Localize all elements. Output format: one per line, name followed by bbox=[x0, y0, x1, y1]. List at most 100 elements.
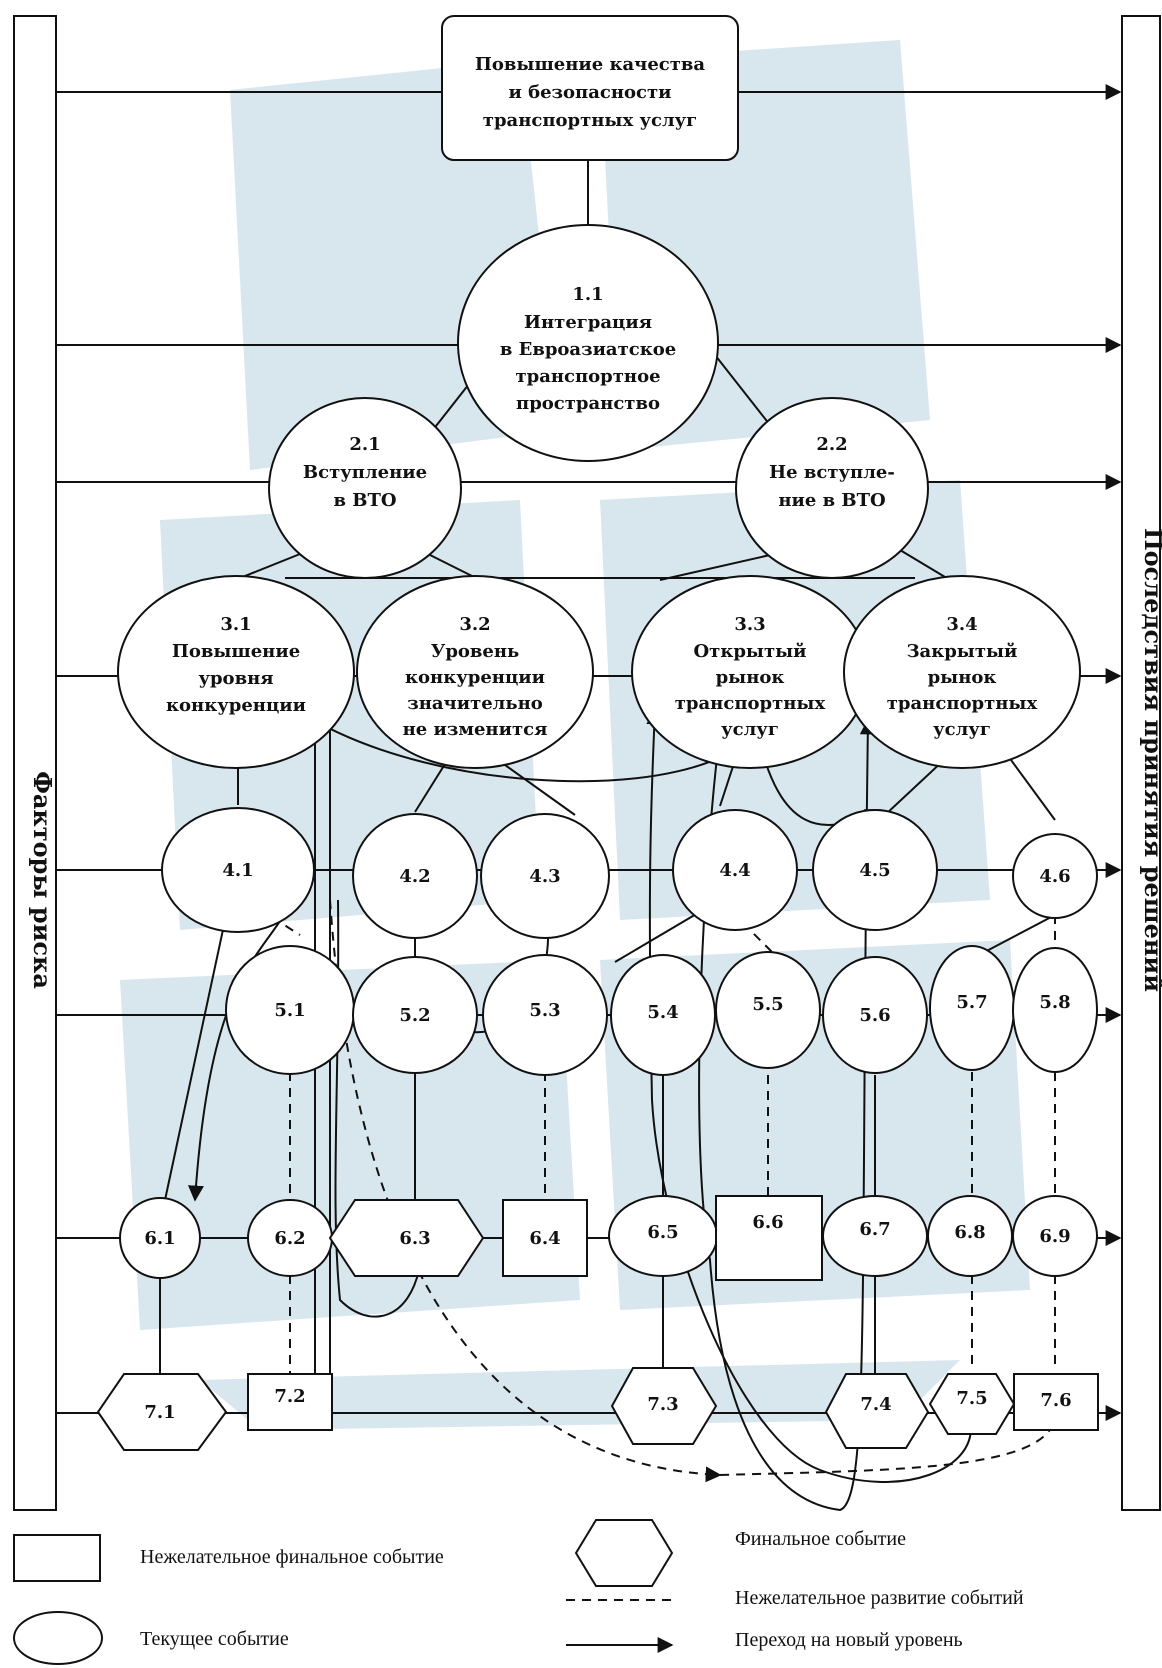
node-7-1-label: 7.1 bbox=[144, 1402, 175, 1423]
node-3-4 bbox=[843, 575, 1081, 769]
node-4-3-label: 4.3 bbox=[529, 866, 560, 887]
node-7-6-label: 7.6 bbox=[1040, 1390, 1071, 1411]
node-7-1 bbox=[96, 1373, 228, 1451]
node-6-2-label: 6.2 bbox=[274, 1228, 305, 1249]
node-4-6-label: 4.6 bbox=[1039, 866, 1070, 887]
node-3-4-line-4: услуг bbox=[933, 719, 991, 740]
node-6-6-label: 6.6 bbox=[752, 1212, 783, 1233]
node-3-1-line-2: уровня bbox=[198, 668, 273, 689]
node-6-3-label: 6.3 bbox=[399, 1228, 430, 1249]
legend-ellipse-symbol bbox=[13, 1611, 103, 1665]
goal-box-text: Повышение качества и безопасности трансп… bbox=[475, 54, 706, 131]
goal-line-2: и безопасности bbox=[508, 82, 671, 103]
legend-ellipse-label: Текущее событие bbox=[140, 1628, 289, 1650]
node-1-1-line-2: в Евроазиатское bbox=[500, 339, 676, 360]
node-3-1-line-3: конкуренции bbox=[166, 695, 306, 716]
node-3-1 bbox=[117, 575, 355, 769]
node-5-5-label: 5.5 bbox=[752, 994, 783, 1015]
node-2-2-line-1: Не вступле- bbox=[769, 462, 895, 483]
node-6-8-label: 6.8 bbox=[954, 1222, 985, 1243]
node-4-1-label: 4.1 bbox=[222, 860, 253, 881]
node-6-5-label: 6.5 bbox=[647, 1222, 678, 1243]
node-2-1-line-2: в ВТО bbox=[333, 490, 396, 511]
right-bar-label: Последствия принятия решений bbox=[1139, 528, 1162, 992]
node-3-4-line-2: рынок bbox=[928, 667, 997, 688]
node-3-1-id: 3.1 bbox=[220, 614, 251, 635]
node-3-4-id: 3.4 bbox=[946, 614, 977, 635]
node-6-7-label: 6.7 bbox=[859, 1219, 890, 1240]
node-4-4-label: 4.4 bbox=[719, 860, 750, 881]
node-5-2-label: 5.2 bbox=[399, 1005, 430, 1026]
legend-rect-label: Нежелательное финальное событие bbox=[140, 1546, 444, 1568]
node-6-3 bbox=[328, 1199, 485, 1277]
node-3-2-line-2: конкуренции bbox=[405, 667, 545, 688]
goal-box bbox=[441, 15, 739, 161]
legend-arrow-label: Переход на новый уровень bbox=[735, 1629, 963, 1651]
node-5-6 bbox=[822, 956, 928, 1074]
node-5-1-label: 5.1 bbox=[274, 1000, 305, 1021]
node-7-5-label: 7.5 bbox=[956, 1388, 987, 1409]
node-2-1 bbox=[268, 397, 462, 579]
node-2-2 bbox=[735, 397, 929, 579]
node-2-1-line-1: Вступление bbox=[303, 462, 427, 483]
node-6-9-label: 6.9 bbox=[1039, 1226, 1070, 1247]
node-4-5 bbox=[812, 809, 938, 931]
node-2-2-id: 2.2 bbox=[816, 434, 847, 455]
node-7-3-label: 7.3 bbox=[647, 1394, 678, 1415]
left-bar bbox=[13, 15, 57, 1511]
node-6-4 bbox=[502, 1199, 588, 1277]
node-3-2-line-3: значительно bbox=[407, 693, 543, 714]
node-3-3-line-1: Открытый bbox=[693, 641, 806, 662]
left-bar-label: Факторы риска bbox=[28, 771, 57, 989]
node-3-2 bbox=[356, 575, 594, 769]
node-6-6 bbox=[715, 1195, 823, 1281]
node-3-3-line-4: услуг bbox=[721, 719, 779, 740]
node-4-6 bbox=[1012, 833, 1098, 919]
node-1-1-line-4: пространство bbox=[516, 393, 660, 414]
node-2-2-line-2: ние в ВТО bbox=[778, 490, 885, 511]
node-5-8-label: 5.8 bbox=[1039, 992, 1070, 1013]
right-bar bbox=[1121, 15, 1161, 1511]
legend-dashed-label: Нежелательное развитие событий bbox=[735, 1587, 1024, 1609]
node-3-3-line-2: рынок bbox=[716, 667, 785, 688]
node-3-3-line-3: транспортных bbox=[675, 693, 826, 714]
node-7-3 bbox=[610, 1367, 718, 1445]
node-7-5 bbox=[928, 1373, 1016, 1435]
node-3-4-line-1: Закрытый bbox=[907, 641, 1018, 662]
node-5-6-label: 5.6 bbox=[859, 1005, 890, 1026]
node-6-4-label: 6.4 bbox=[529, 1228, 560, 1249]
node-1-1-line-1: Интеграция bbox=[524, 312, 652, 333]
node-4-5-label: 4.5 bbox=[859, 860, 890, 881]
node-4-3 bbox=[480, 813, 610, 939]
node-3-1-line-1: Повышение bbox=[172, 641, 300, 662]
node-7-2-label: 7.2 bbox=[274, 1386, 305, 1407]
legend-rect-symbol bbox=[13, 1534, 101, 1582]
node-5-5 bbox=[715, 951, 821, 1069]
legend: Нежелательное финальное событие Финально… bbox=[13, 1519, 1024, 1665]
node-5-3-label: 5.3 bbox=[529, 1000, 560, 1021]
node-7-2 bbox=[247, 1373, 333, 1431]
node-5-3 bbox=[482, 954, 608, 1076]
node-4-2 bbox=[352, 813, 478, 939]
node-1-1-id: 1.1 bbox=[572, 284, 603, 305]
node-3-2-line-1: Уровень bbox=[431, 641, 520, 662]
legend-hexagon-symbol bbox=[574, 1519, 674, 1587]
node-5-8 bbox=[1012, 947, 1098, 1073]
node-1-1-line-3: транспортное bbox=[515, 366, 660, 387]
node-5-2 bbox=[352, 956, 478, 1074]
node-5-4-label: 5.4 bbox=[647, 1002, 678, 1023]
node-3-2-line-4: не изменится bbox=[403, 719, 548, 740]
node-6-9 bbox=[1012, 1195, 1098, 1277]
goal-line-1: Повышение качества bbox=[475, 54, 706, 75]
node-5-7-label: 5.7 bbox=[956, 992, 987, 1013]
node-7-4 bbox=[824, 1373, 930, 1449]
node-1-1 bbox=[457, 224, 719, 462]
goal-line-3: транспортных услуг bbox=[483, 110, 697, 131]
node-2-1-id: 2.1 bbox=[349, 434, 380, 455]
node-4-1 bbox=[161, 807, 315, 933]
node-4-4 bbox=[672, 809, 798, 931]
node-3-3-id: 3.3 bbox=[734, 614, 765, 635]
node-3-4-line-3: транспортных bbox=[887, 693, 1038, 714]
node-3-2-id: 3.2 bbox=[459, 614, 490, 635]
